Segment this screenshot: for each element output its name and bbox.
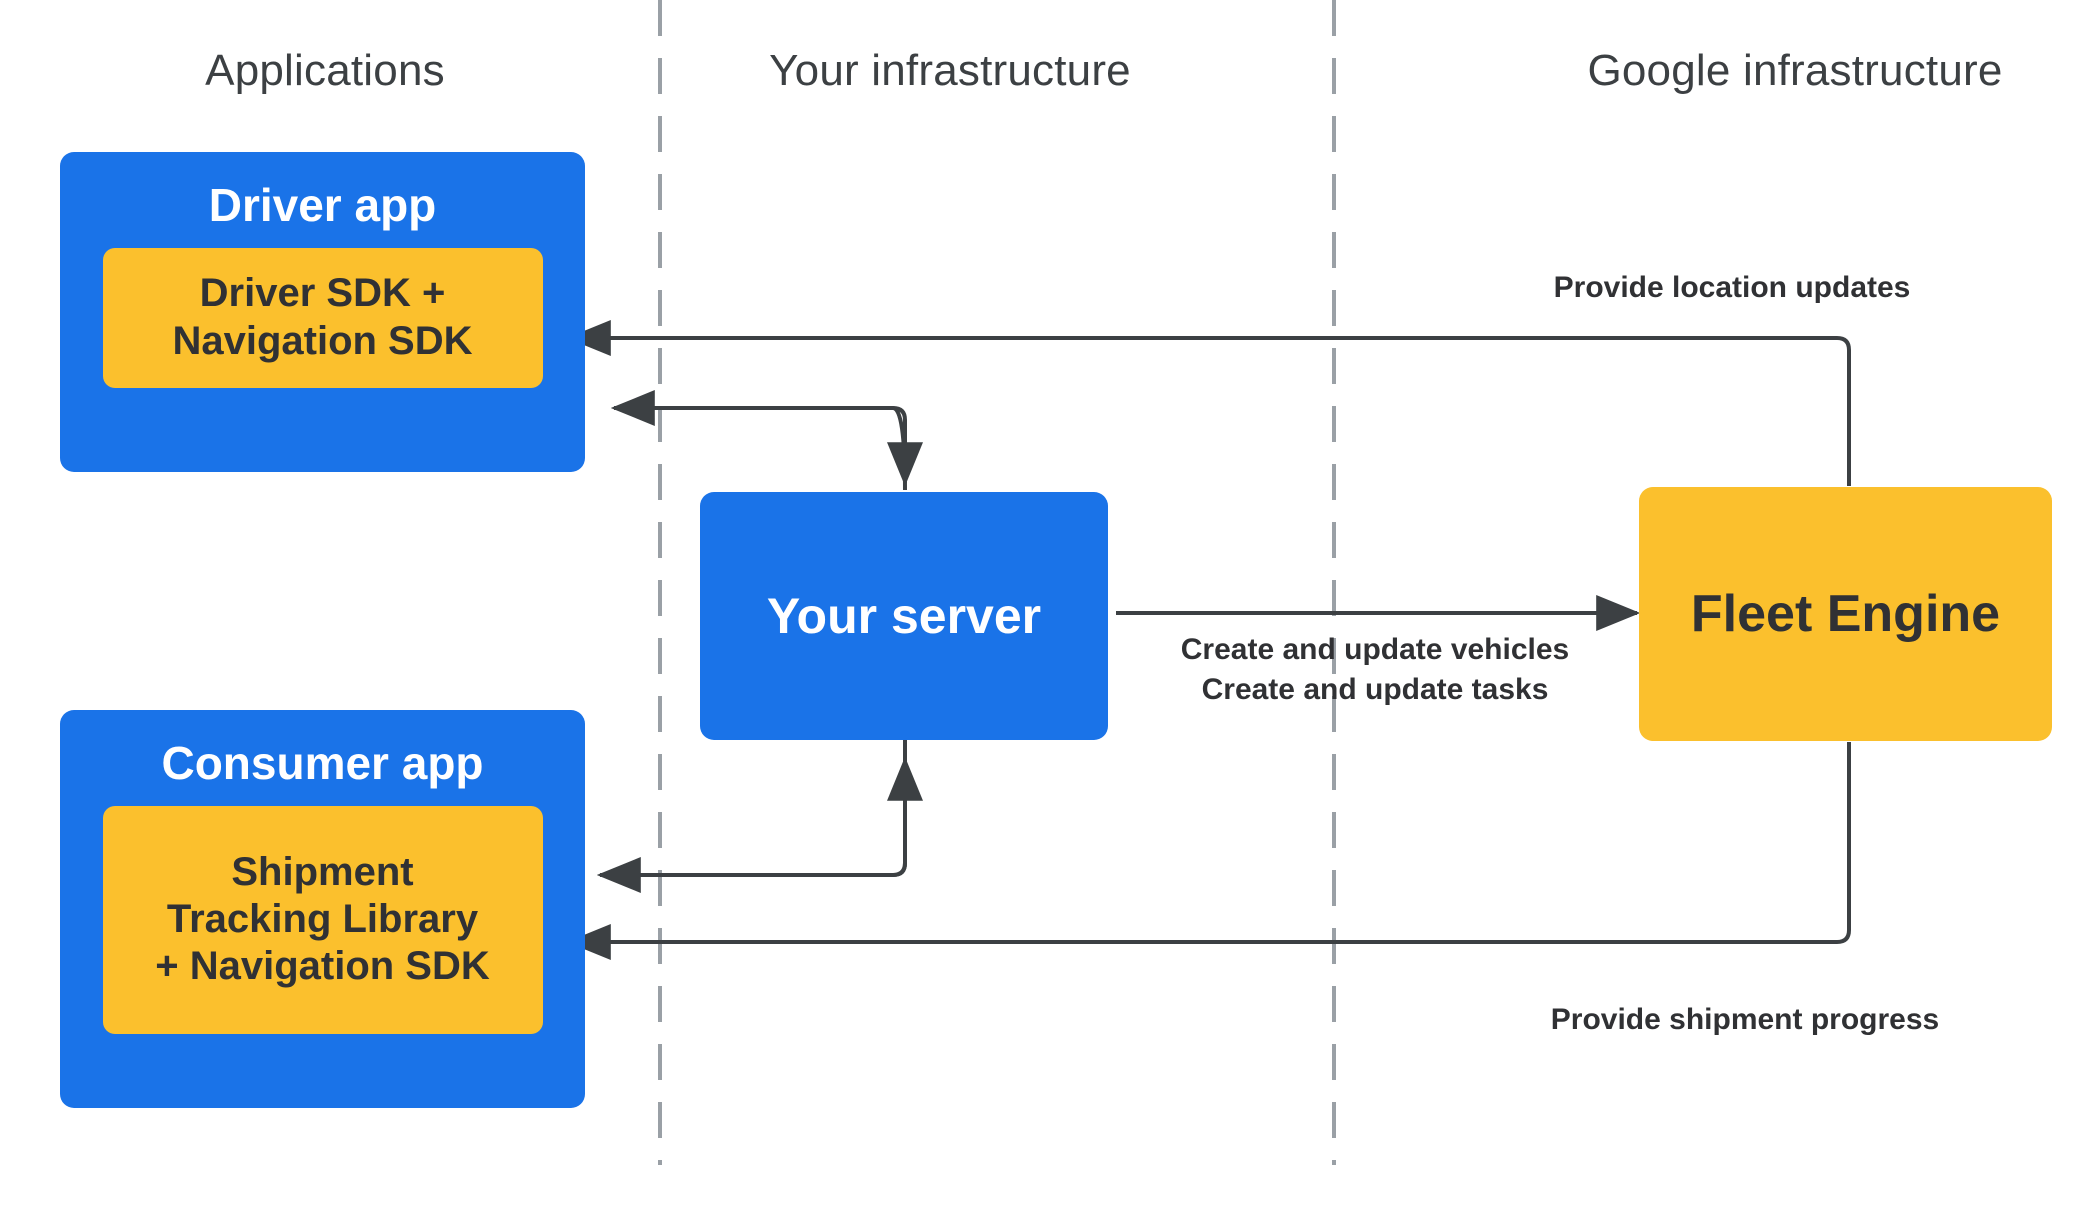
node-your-server[interactable]: Your server [700,492,1108,740]
zone-title-google-infrastructure: Google infrastructure [1587,46,2003,95]
edge-label-create-update-line-1: Create and update vehicles [1180,633,1570,666]
driver-sdk-line-2: Navigation SDK [172,318,473,363]
edge-consumer-to-server [887,756,923,877]
consumer-sdk-line-3: + Navigation SDK [155,944,490,989]
your-server-title: Your server [766,588,1042,644]
edge-driver-to-server [887,406,923,487]
edge-label-shipment-progress: Provide shipment progress [1550,1003,1940,1036]
edge-shipment-progress [566,742,1851,960]
zone-title-applications: Applications [205,46,445,95]
edge-label-location-updates: Provide location updates [1553,271,1911,304]
consumer-sdk-line-2: Tracking Library [166,896,479,941]
driver-sdk-box[interactable]: Driver SDK + Navigation SDK [102,247,543,388]
edge-label-create-update: Create and update vehicles Create and up… [1181,630,1569,709]
edge-server-to-consumer [596,733,907,893]
edge-location-updates [566,320,1851,486]
driver-app-title: Driver app [208,179,437,231]
consumer-app-title: Consumer app [161,737,484,789]
zone-title-your-infrastructure: Your infrastructure [769,46,1131,95]
consumer-sdk-line-1: Shipment [231,849,414,894]
consumer-sdk-box[interactable]: Shipment Tracking Library + Navigation S… [102,805,543,1034]
fleet-engine-title: Fleet Engine [1690,585,2001,643]
node-fleet-engine[interactable]: Fleet Engine [1639,487,2052,741]
node-consumer-app[interactable]: Consumer app Shipment Tracking Library +… [60,710,585,1108]
edge-label-create-update-line-2: Create and update tasks [1201,672,1549,706]
node-driver-app[interactable]: Driver app Driver SDK + Navigation SDK [60,152,585,472]
driver-sdk-line-1: Driver SDK + [199,271,446,316]
edge-server-to-driver [610,390,907,491]
